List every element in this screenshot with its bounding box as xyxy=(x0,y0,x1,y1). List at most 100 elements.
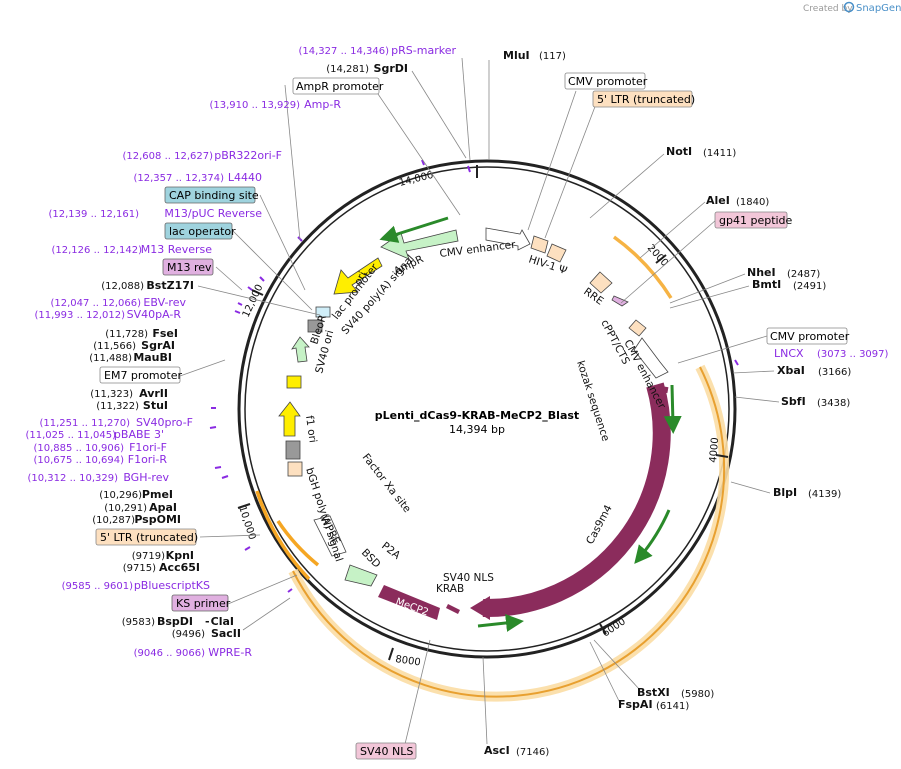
primer-name: M13 Reverse xyxy=(141,243,212,256)
site-name: FspAI xyxy=(618,698,653,711)
site-name: BmtI xyxy=(752,278,781,291)
primer-pos: (9046 .. 9066) xyxy=(134,648,206,659)
boxed-label: 5' LTR (truncated) xyxy=(597,93,695,106)
site-pos: (5980) xyxy=(681,689,714,700)
tick-label: 8000 xyxy=(395,654,422,668)
site-pos: (14,281) xyxy=(326,64,369,75)
restriction-sites: MluI (117) NotI (1411) AleI (1840) NheI … xyxy=(89,49,851,758)
site-name: NheI xyxy=(747,266,776,279)
site-pos: (7146) xyxy=(516,747,549,758)
boxed-label: lac operator xyxy=(169,225,236,238)
site-pos: (9583) xyxy=(122,617,155,628)
primer-name: Amp-R xyxy=(304,98,341,111)
inner-label: P2A xyxy=(379,540,403,562)
site-name: BstXI xyxy=(637,686,670,699)
primer-pos: (10,885 .. 10,906) xyxy=(34,443,125,454)
primer-name: pRS-marker xyxy=(391,44,456,57)
site-pos: (10,291) xyxy=(104,503,147,514)
primer-name: L4440 xyxy=(228,171,262,184)
site-pos: (9715) xyxy=(123,563,156,574)
primer-pos: (3073 .. 3097) xyxy=(817,349,889,360)
primer-name: M13/pUC Reverse xyxy=(164,207,262,220)
inner-label: bGH poly(A) signal xyxy=(303,466,345,563)
site-name: Acc65I xyxy=(159,561,200,574)
boxed-label: KS primer xyxy=(176,597,231,610)
boxed-label: AmpR promoter xyxy=(296,80,384,93)
site-pos: (117) xyxy=(539,51,566,62)
primer-pos: (10,312 .. 10,329) xyxy=(28,473,119,484)
site-name: ClaI xyxy=(211,615,234,628)
site-pos: (10,287) xyxy=(92,515,135,526)
site-pos: (2491) xyxy=(793,281,826,292)
site-name: PmeI xyxy=(142,488,173,501)
site-name: SgrDI xyxy=(374,62,408,75)
primer-name: WPRE-R xyxy=(208,646,252,659)
feature-arcs xyxy=(255,235,730,702)
site-pos: (9496) xyxy=(172,629,205,640)
inner-label: SV40 NLS xyxy=(443,572,494,584)
boxed-label: EM7 promoter xyxy=(104,369,182,382)
boxed-label: SV40 NLS xyxy=(360,745,413,758)
boxed-label: CMV promoter xyxy=(568,75,648,88)
primer-pos: (14,327 .. 14,346) xyxy=(299,46,390,57)
top-features xyxy=(485,227,669,394)
inner-label: KRAB xyxy=(436,583,464,595)
backbone-inner-ring xyxy=(244,166,730,652)
site-pos: (1840) xyxy=(736,197,769,208)
site-name: SacII xyxy=(211,627,241,640)
site-pos: (9719) xyxy=(132,551,165,562)
site-name: KpnI xyxy=(166,549,194,562)
site-name: MluI xyxy=(503,49,530,62)
boxed-label: gp41 peptide xyxy=(719,214,793,227)
site-pos: (11,323) xyxy=(90,389,133,400)
tick-label: 4000 xyxy=(708,437,721,463)
snapgene-logo-icon xyxy=(843,1,855,13)
site-name: SgrAI xyxy=(141,339,175,352)
inner-label: ori xyxy=(352,270,369,288)
site-pos: (11,322) xyxy=(96,401,139,412)
plasmid-size: 14,394 bp xyxy=(449,423,505,436)
primer-pos: (11,993 .. 12,012) xyxy=(35,310,126,321)
primer-pos: (11,251 .. 11,270) xyxy=(40,418,131,429)
site-name: FseI xyxy=(152,327,178,340)
tick-label: 6000 xyxy=(601,616,628,639)
primer-name: EBV-rev xyxy=(143,296,186,309)
boxed-label: 5' LTR (truncated) xyxy=(100,531,198,544)
primer-pos: (12,608 .. 12,627) xyxy=(123,151,214,162)
cas9-feature xyxy=(470,382,682,632)
leader-lines xyxy=(179,57,780,745)
snapgene-watermark: Created by SnapGene xyxy=(803,1,901,14)
inner-label: kozak sequence xyxy=(574,359,611,443)
site-name: AleI xyxy=(706,194,730,207)
watermark-prefix: Created by xyxy=(803,4,853,14)
site-name: MauBI xyxy=(133,351,172,364)
primer-name: F1ori-F xyxy=(129,441,167,454)
site-pos: (11,566) xyxy=(93,341,136,352)
site-pos: (11,488) xyxy=(89,353,132,364)
primer-pos: (13,910 .. 13,929) xyxy=(210,100,301,111)
plasmid-name: pLenti_dCas9-KRAB-MeCP2_Blast xyxy=(375,409,579,422)
primer-name: BGH-rev xyxy=(123,471,169,484)
site-name: AscI xyxy=(484,744,510,757)
site-pos: (3438) xyxy=(817,398,850,409)
site-name: BlpI xyxy=(773,486,797,499)
primer-name: pBABE 3' xyxy=(114,428,164,441)
primer-name: SV40pro-F xyxy=(136,416,193,429)
inner-label: f1 ori xyxy=(303,415,319,444)
inner-label: Factor Xa site xyxy=(360,451,413,515)
site-pos: (12,088) xyxy=(101,281,144,292)
site-pos: (1411) xyxy=(703,148,736,159)
primer-pos: (9585 .. 9601) xyxy=(62,581,134,592)
site-name: AvrII xyxy=(139,387,168,400)
backbone-outer-ring xyxy=(237,159,737,659)
boxed-label: M13 rev xyxy=(167,261,212,274)
site-pos: (2487) xyxy=(787,269,820,280)
primer-name: F1ori-R xyxy=(128,453,168,466)
primer-pos: (12,357 .. 12,374) xyxy=(134,173,225,184)
site-name: XbaI xyxy=(777,364,805,377)
boxed-label: CAP binding site xyxy=(169,189,259,202)
site-pos: (6141) xyxy=(656,701,689,712)
site-pos: (4139) xyxy=(808,489,841,500)
site-name: BspDI xyxy=(157,615,193,628)
